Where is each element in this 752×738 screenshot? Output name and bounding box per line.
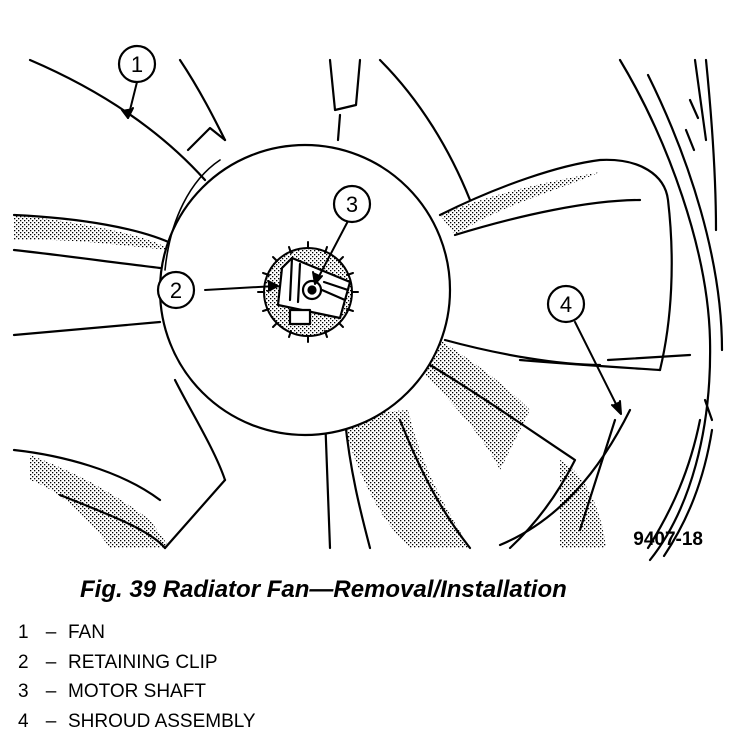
callout-4: 4 — [560, 292, 572, 317]
legend-label: FAN — [68, 622, 105, 643]
legend-separator: – — [45, 710, 57, 732]
fan-blades — [12, 58, 673, 550]
legend-separator: – — [45, 681, 57, 702]
legend-number: 1 — [18, 622, 29, 643]
shroud-assembly — [498, 58, 724, 562]
legend-separator: – — [45, 651, 57, 673]
figure-caption: Fig. 39 Radiator Fan—Removal/Installatio… — [80, 576, 567, 603]
callout-circle-4 — [546, 284, 586, 324]
callout-circle-1 — [117, 44, 157, 84]
legend-separator: – — [45, 622, 57, 643]
legend-label: RETAINING CLIP — [68, 651, 218, 673]
legend-number: 2 — [18, 651, 29, 673]
legend-label: SHROUD ASSEMBLY — [68, 710, 256, 732]
callout-3: 3 — [346, 192, 358, 217]
legend-item: 3–MOTOR SHAFT — [18, 677, 256, 707]
legend-list: 1–FAN 2–RETAINING CLIP 3–MOTOR SHAFT 4–S… — [18, 618, 256, 736]
legend-number: 3 — [18, 681, 29, 702]
motor-shaft — [301, 279, 323, 301]
fan-illustration: 1 2 3 4 9407-18 — [12, 44, 724, 562]
callout-2: 2 — [170, 278, 182, 303]
legend-item: 4–SHROUD ASSEMBLY — [18, 707, 256, 737]
callout-1: 1 — [131, 52, 143, 77]
callout-circle-2 — [156, 270, 196, 310]
legend-item: 1–FAN — [18, 618, 256, 648]
leader-lines — [121, 81, 622, 415]
legend-number: 4 — [18, 710, 29, 732]
legend-label: MOTOR SHAFT — [68, 681, 206, 702]
legend-item: 2–RETAINING CLIP — [18, 648, 256, 678]
figure-code: 9407-18 — [633, 529, 703, 550]
callout-circle-3 — [332, 184, 372, 224]
callout-circles — [117, 44, 586, 324]
